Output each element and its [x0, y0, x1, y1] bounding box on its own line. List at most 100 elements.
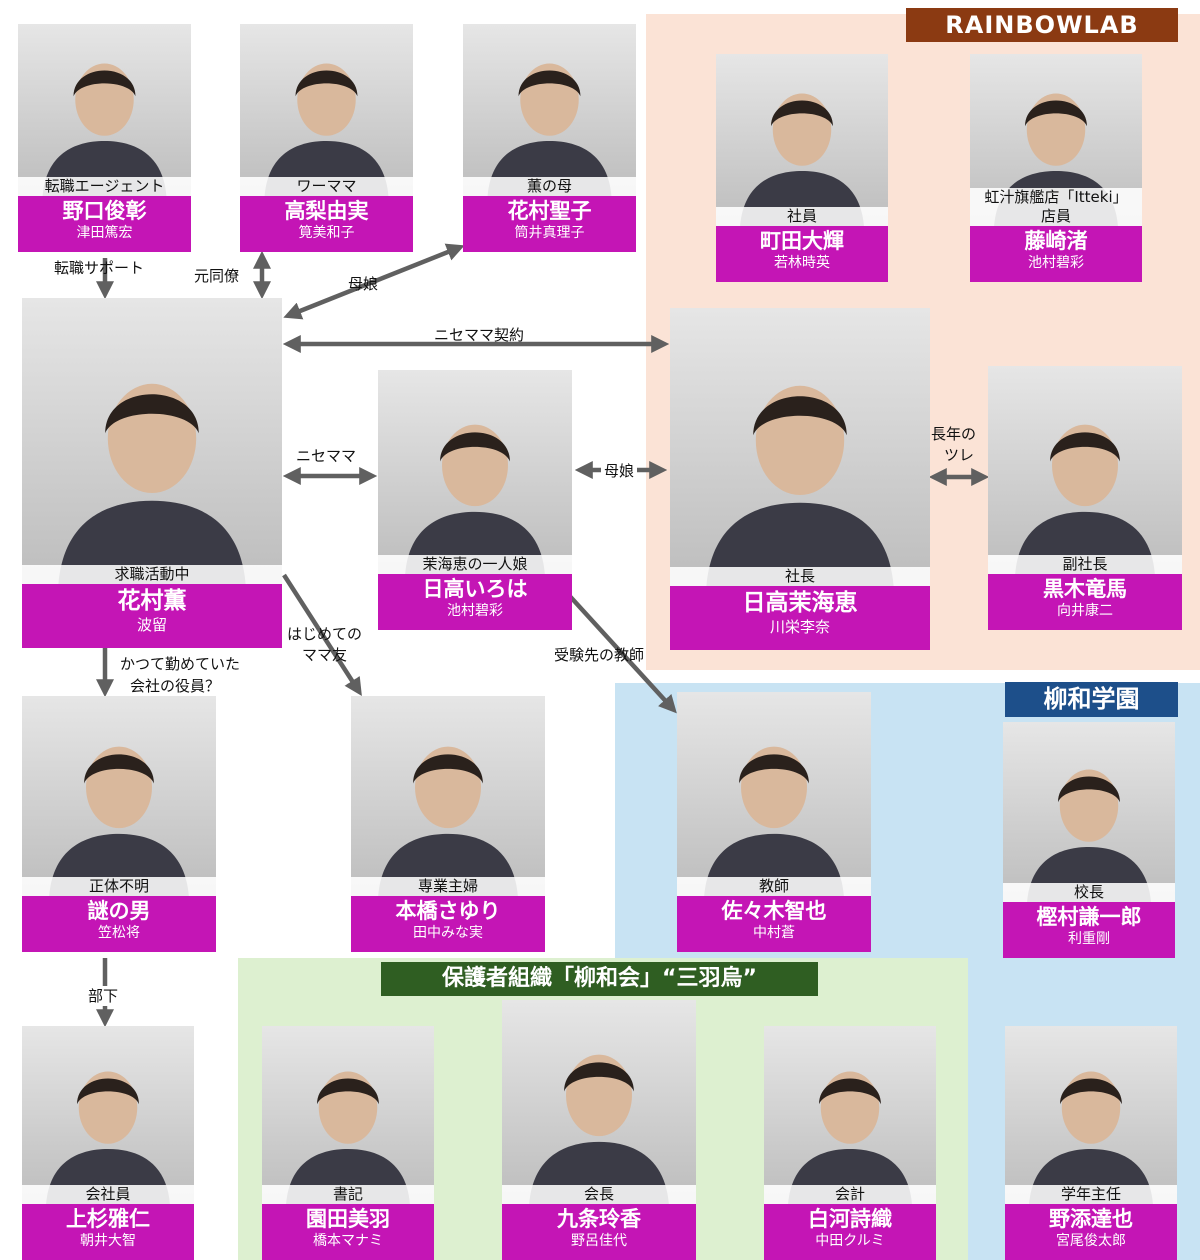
person-photo — [262, 1026, 434, 1204]
person-name-box: 黒木竜馬向井康二 — [988, 574, 1182, 630]
person-name: 藤崎渚 — [1024, 229, 1088, 253]
person-role: 会計 — [764, 1185, 936, 1204]
person-name-box: 九条玲香野呂佳代 — [502, 1204, 696, 1260]
person-role: 求職活動中 — [22, 565, 282, 584]
person-name: 町田大輝 — [760, 229, 844, 253]
rel-buka: 部下 — [84, 986, 123, 1006]
guardian-title: 保護者組織「柳和会」“三羽烏” — [381, 962, 818, 996]
person-actor: 宮尾俊太郎 — [1056, 1233, 1126, 1249]
person-actor: 津田篤宏 — [76, 225, 133, 241]
person-photo — [240, 24, 413, 196]
person-name: 高梨由実 — [284, 199, 369, 223]
person-role: 教師 — [677, 877, 871, 896]
person-name-box: 白河詩織中田クルミ — [764, 1204, 936, 1260]
rel-boshi-iroha-mamie: 母娘 — [601, 461, 638, 481]
rainbowlab-title: RAINBOWLAB — [906, 8, 1178, 42]
rel-tenshoku-support: 転職サポート — [54, 259, 145, 277]
person-name-box: 日高茉海恵川栄李奈 — [670, 586, 930, 650]
person-card: 教師佐々木智也中村蒼 — [677, 692, 871, 952]
person-photo — [378, 370, 572, 574]
person-silhouette-icon — [740, 93, 864, 226]
rel-nise-mama-keiyaku: ニセママ契約 — [434, 326, 525, 344]
person-name-box: 町田大輝若林時英 — [716, 226, 888, 282]
person-card: 正体不明謎の男笠松将 — [22, 696, 216, 952]
person-card: 社長日高茉海恵川栄李奈 — [670, 308, 930, 650]
person-actor: 朝井大智 — [80, 1233, 136, 1249]
person-silhouette-icon — [704, 746, 844, 896]
person-silhouette-icon — [46, 1071, 170, 1204]
person-actor: 中田クルミ — [815, 1233, 885, 1249]
person-photo — [677, 692, 871, 896]
person-name: 花村聖子 — [507, 199, 592, 223]
rel-katsute-line2: 会社の役員？ — [130, 677, 221, 695]
person-role: 虹汁旗艦店「Itteki」店員 — [970, 188, 1142, 226]
person-actor: 田中みな実 — [413, 925, 483, 941]
person-role: 副社長 — [988, 555, 1182, 574]
person-photo — [22, 1026, 194, 1204]
person-card: 転職エージェント野口俊彰津田篤宏 — [18, 24, 191, 252]
person-actor: 若林時英 — [774, 255, 830, 271]
person-name-box: 謎の男笠松将 — [22, 896, 216, 952]
person-photo — [351, 696, 545, 896]
person-photo — [716, 54, 888, 226]
person-actor: 中村蒼 — [753, 925, 795, 941]
person-actor: 池村碧彩 — [1028, 255, 1084, 271]
person-name: 園田美羽 — [306, 1207, 390, 1231]
person-role: 正体不明 — [22, 877, 216, 896]
person-silhouette-icon — [49, 746, 189, 896]
person-actor: 向井康二 — [1057, 603, 1113, 619]
person-photo — [22, 298, 282, 584]
person-name-box: 本橋さゆり田中みな実 — [351, 896, 545, 952]
person-card: 茉海恵の一人娘日高いろは池村碧彩 — [378, 370, 572, 630]
person-silhouette-icon — [706, 385, 894, 586]
person-card: 専業主婦本橋さゆり田中みな実 — [351, 696, 545, 952]
rel-nise-mama: ニセママ — [296, 447, 357, 465]
person-name: 謎の男 — [87, 899, 151, 923]
person-name-box: 野口俊彰津田篤宏 — [18, 196, 191, 252]
person-name: 九条玲香 — [557, 1207, 641, 1231]
person-photo — [764, 1026, 936, 1204]
person-card: 求職活動中花村薫波留 — [22, 298, 282, 648]
person-photo — [22, 696, 216, 896]
ryuwa-title: 柳和学園 — [1005, 682, 1178, 717]
person-actor: 笠松将 — [98, 925, 140, 941]
person-card: 会計白河詩織中田クルミ — [764, 1026, 936, 1260]
person-name: 日高いろは — [422, 577, 528, 601]
rel-boshi-kaoru-mother: 母娘 — [348, 275, 379, 293]
person-silhouette-icon — [487, 63, 612, 196]
rel-chounen-line1: 長年の — [931, 425, 977, 443]
person-silhouette-icon — [1029, 1071, 1153, 1204]
person-name: 日高茉海恵 — [742, 590, 858, 616]
person-name-box: 樫村謙一郎利重剛 — [1003, 902, 1175, 958]
person-name: 本橋さゆり — [395, 899, 501, 923]
person-actor: 野呂佳代 — [571, 1233, 627, 1249]
person-card: 会長九条玲香野呂佳代 — [502, 1000, 696, 1260]
person-silhouette-icon — [1015, 424, 1155, 574]
arrow-kaoru-mother — [283, 243, 465, 320]
person-photo — [670, 308, 930, 586]
person-name: 野添達也 — [1049, 1207, 1133, 1231]
person-name-box: 花村聖子筒井真理子 — [463, 196, 636, 252]
arrow-kaoru-motohashi — [282, 573, 362, 697]
person-role: 専業主婦 — [351, 877, 545, 896]
rel-moto-douryou: 元同僚 — [194, 267, 240, 285]
person-name: 上杉雅仁 — [66, 1207, 150, 1231]
person-role: 学年主任 — [1005, 1185, 1177, 1204]
person-name: 野口俊彰 — [62, 199, 147, 223]
person-name-box: 藤崎渚池村碧彩 — [970, 226, 1142, 282]
rel-hajimete-line2: ママ友 — [302, 646, 348, 664]
person-silhouette-icon — [264, 63, 389, 196]
person-actor: 波留 — [136, 616, 167, 634]
person-card: 校長樫村謙一郎利重剛 — [1003, 722, 1175, 958]
person-photo — [463, 24, 636, 196]
person-card: 学年主任野添達也宮尾俊太郎 — [1005, 1026, 1177, 1260]
person-name: 佐々木智也 — [721, 899, 827, 923]
person-name-box: 上杉雅仁朝井大智 — [22, 1204, 194, 1260]
person-role: 書記 — [262, 1185, 434, 1204]
person-role: 茉海恵の一人娘 — [378, 555, 572, 574]
person-silhouette-icon — [529, 1054, 669, 1204]
person-photo — [1005, 1026, 1177, 1204]
person-card: 会社員上杉雅仁朝井大智 — [22, 1026, 194, 1260]
arrow-iroha-sasaki — [564, 590, 677, 714]
person-name-box: 花村薫波留 — [22, 584, 282, 648]
